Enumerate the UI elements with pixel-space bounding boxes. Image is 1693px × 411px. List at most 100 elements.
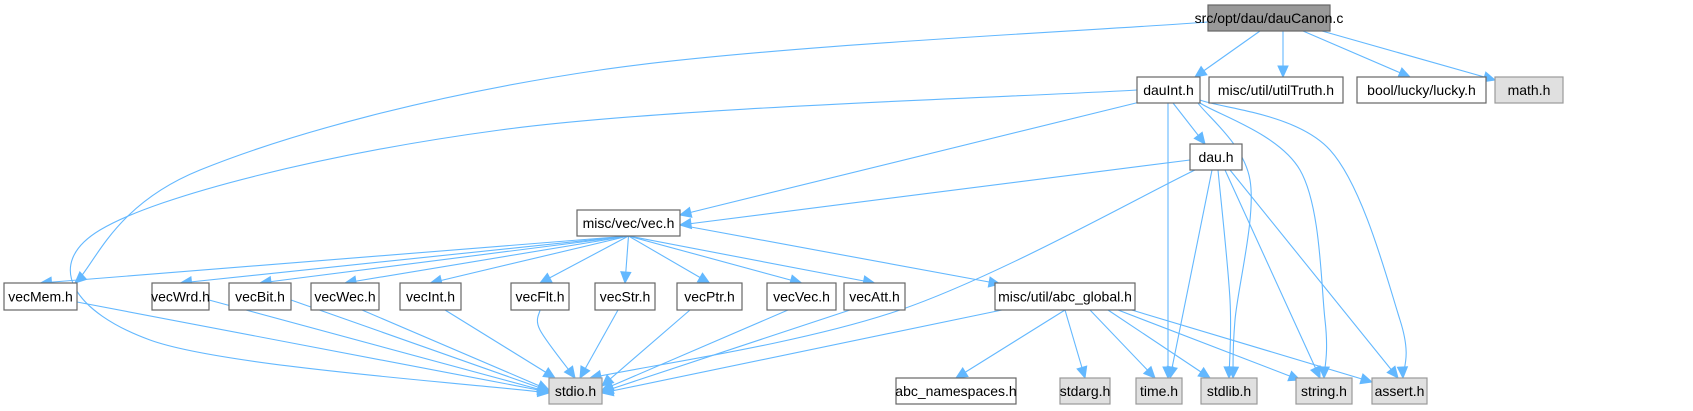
edge-dauInt_h-to-assert_h: [1199, 99, 1409, 380]
arrowhead-icon: [678, 206, 693, 218]
edge-dau_h-to-stdlib_h: [1217, 169, 1235, 380]
edge-line: [679, 101, 1141, 216]
edge-line: [601, 309, 789, 391]
arrowhead-icon: [1359, 373, 1374, 385]
node-box: [994, 282, 1136, 311]
arrowhead-icon: [1309, 365, 1321, 380]
edge-line: [1064, 309, 1086, 379]
node-string-h: string.h: [1295, 377, 1353, 405]
edge-vecPtr_h-to-stdio_h: [601, 309, 691, 387]
edge-line: [344, 235, 629, 284]
node-box: [510, 282, 570, 311]
node-box: [594, 282, 656, 311]
node-vecVec-h[interactable]: vecVec.h: [766, 282, 837, 311]
node-vecBit-h[interactable]: vecBit.h: [228, 282, 292, 311]
edge-line: [1194, 30, 1261, 78]
edge-abc_global_h-to-string_h: [1117, 309, 1302, 382]
arrowhead-icon: [1277, 65, 1289, 79]
node-stdlib-h: stdlib.h: [1200, 377, 1258, 405]
node-box: [1356, 76, 1487, 104]
node-label: abc_namespaces.h: [895, 383, 1016, 399]
arrowhead-icon: [600, 385, 615, 397]
node-box: [576, 209, 681, 237]
edge-line: [180, 235, 629, 284]
node-label: vecWec.h: [314, 289, 375, 305]
edge-line: [601, 309, 851, 393]
node-vecPtr-h[interactable]: vecPtr.h: [676, 282, 743, 311]
node-stdio-h: stdio.h: [548, 377, 603, 405]
edge-dau_h-to-time_h: [1166, 169, 1213, 380]
edge-dauInt_h-to-time_h: [1162, 103, 1174, 380]
edge-line: [1302, 30, 1411, 78]
edge-line: [1224, 169, 1321, 379]
node-box: [1494, 76, 1564, 104]
edges-layer: [39, 21, 1497, 398]
edge-abc_global_h-to-assert_h: [1124, 307, 1374, 385]
node-dau-h[interactable]: dau.h: [1189, 143, 1243, 171]
node-abc-namespaces-h[interactable]: abc_namespaces.h: [895, 377, 1017, 405]
edge-vecFlt_h-to-stdio_h: [536, 309, 576, 379]
node-vecFlt-h[interactable]: vecFlt.h: [510, 282, 570, 311]
node-label: stdlib.h: [1207, 383, 1251, 399]
edge-line: [1169, 169, 1213, 379]
node-label: stdio.h: [555, 383, 596, 399]
node-abc-global-h[interactable]: misc/util/abc_global.h: [994, 282, 1136, 311]
edge-line: [1199, 102, 1328, 379]
arrowhead-icon: [1076, 365, 1088, 380]
node-stdarg-h: stdarg.h: [1059, 377, 1111, 405]
node-box: [399, 282, 462, 311]
edge-abc_global_h-to-abc_namespaces_h: [954, 309, 1066, 379]
node-box: [766, 282, 837, 311]
node-dauInt-h[interactable]: dauInt.h: [1136, 76, 1201, 104]
edge-dauCanon_c-to-math_h: [1321, 30, 1497, 83]
node-box: [1059, 377, 1111, 405]
edge-line: [1229, 169, 1399, 379]
edge-dauInt_h-to-string_h: [1199, 102, 1330, 380]
node-vecMem-h[interactable]: vecMem.h: [3, 282, 78, 311]
node-vec-h[interactable]: misc/vec/vec.h: [576, 209, 681, 237]
node-label: stdarg.h: [1060, 383, 1111, 399]
edge-abc_global_h-to-stdlib_h: [1107, 309, 1212, 379]
node-label: vecStr.h: [600, 289, 651, 305]
edge-line: [74, 21, 1209, 284]
node-label: misc/util/utilTruth.h: [1218, 82, 1334, 98]
edge-abc_global_h-to-stdarg_h: [1064, 309, 1088, 380]
edge-dau_h-to-vec_h: [678, 159, 1191, 230]
edge-dau_h-to-stdio_h: [588, 169, 1196, 382]
edge-vec_h-to-vecWrd_h: [179, 235, 629, 288]
edge-vec_h-to-abc_global_h: [679, 224, 1002, 288]
node-label: bool/lucky/lucky.h: [1367, 82, 1476, 98]
edge-line: [1089, 309, 1156, 379]
arrowhead-icon: [1193, 131, 1206, 145]
node-lucky-h[interactable]: bool/lucky/lucky.h: [1356, 76, 1487, 104]
node-vecWec-h[interactable]: vecWec.h: [310, 282, 380, 311]
edge-line: [40, 235, 629, 284]
edge-line: [601, 309, 1003, 394]
edge-vecAtt_h-to-stdio_h: [600, 309, 851, 394]
edge-abc_global_h-to-time_h: [1089, 309, 1156, 379]
node-box: [1135, 377, 1183, 405]
edge-dau_h-to-assert_h: [1229, 169, 1399, 379]
node-label: vecFlt.h: [515, 289, 564, 305]
arrowhead-icon: [1396, 366, 1409, 380]
edge-dau_h-to-string_h: [1224, 169, 1321, 380]
edge-line: [1217, 169, 1232, 379]
edge-line: [444, 309, 556, 379]
edge-vecWec_h-to-stdio_h: [361, 309, 551, 391]
edge-line: [955, 309, 1066, 379]
edge-dauInt_h-to-vec_h: [678, 101, 1141, 218]
arrowhead-icon: [696, 272, 711, 284]
node-vecAtt-h[interactable]: vecAtt.h: [843, 282, 906, 311]
edge-dauCanon_c-to-lucky_h: [1302, 30, 1412, 78]
edge-abc_global_h-to-stdio_h: [600, 309, 1003, 397]
node-utilTruth-h[interactable]: misc/util/utilTruth.h: [1208, 76, 1344, 104]
edge-vecVec_h-to-stdio_h: [600, 309, 789, 391]
edge-line: [601, 309, 691, 387]
node-vecInt-h[interactable]: vecInt.h: [399, 282, 462, 311]
edge-line: [536, 309, 576, 379]
node-label: vecInt.h: [406, 289, 455, 305]
node-vecStr-h[interactable]: vecStr.h: [594, 282, 656, 311]
edge-line: [1199, 99, 1407, 379]
node-label: vecBit.h: [235, 289, 285, 305]
node-vecWrd-h[interactable]: vecWrd.h: [151, 282, 210, 311]
